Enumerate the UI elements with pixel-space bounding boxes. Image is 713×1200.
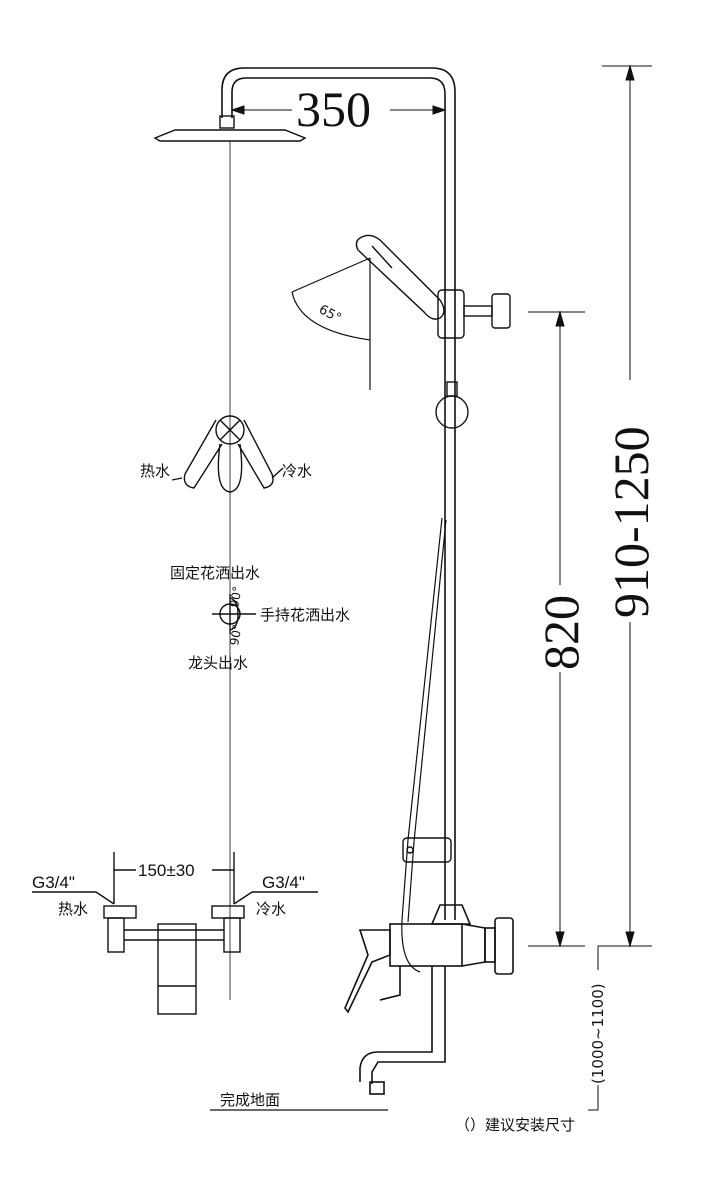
- dimension-350: [230, 105, 447, 115]
- mixer-spacing-label: 150±30: [138, 861, 195, 880]
- hot-water-handle-label: 热水: [140, 462, 170, 480]
- mixer-body: [344, 904, 514, 1014]
- dimension-350-label: 350: [296, 81, 371, 137]
- thread-left-label: G3/4": [32, 873, 75, 892]
- mixer-front-view: [32, 852, 318, 1015]
- floor-label: 完成地面: [220, 1091, 280, 1109]
- fixed-shower-label: 固定花洒出水: [170, 564, 260, 582]
- dimension-820: [528, 310, 585, 948]
- cold-inlet-label: 冷水: [256, 900, 286, 918]
- shower-hose: [401, 517, 447, 973]
- rain-shower-head: [153, 115, 307, 1000]
- note-label: （）建议安装尺寸: [455, 1116, 575, 1134]
- dimension-910-1250-label: 910-1250: [603, 426, 659, 618]
- handheld-shower: [355, 234, 511, 429]
- angle-65-label: 65°: [316, 302, 343, 326]
- dimension-recommended: [588, 946, 599, 1111]
- hot-inlet-label: 热水: [58, 900, 88, 918]
- handle-rotation-diagram: [171, 415, 284, 493]
- dimension-recommended-label: (1000~1100): [589, 983, 607, 1084]
- angle-90-bottom-label: 90°: [227, 623, 244, 646]
- diverter-diagram: [212, 594, 256, 634]
- shower-riser: [221, 67, 456, 920]
- bath-spout: [359, 966, 446, 1095]
- handheld-shower-label: 手持花洒出水: [260, 606, 350, 624]
- dimension-910-1250: [598, 64, 652, 948]
- hose-clip: [402, 837, 452, 863]
- dimension-820-label: 820: [533, 595, 589, 670]
- tap-outlet-label: 龙头出水: [188, 654, 248, 672]
- angle-90-top-label: 90°: [227, 585, 244, 608]
- thread-right-label: G3/4": [262, 873, 305, 892]
- cold-water-handle-label: 冷水: [282, 462, 312, 480]
- handheld-angle-indicator: [291, 257, 371, 390]
